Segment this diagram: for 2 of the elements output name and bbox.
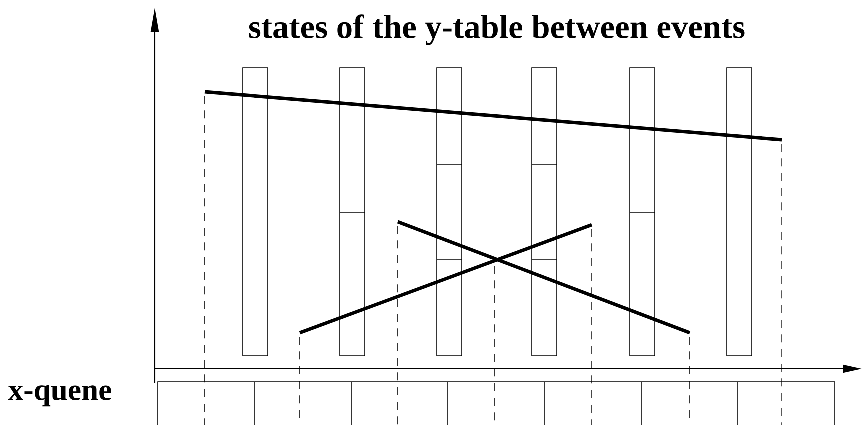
title: states of the y-table between events xyxy=(249,14,745,46)
row-label: x-quene xyxy=(8,385,112,407)
